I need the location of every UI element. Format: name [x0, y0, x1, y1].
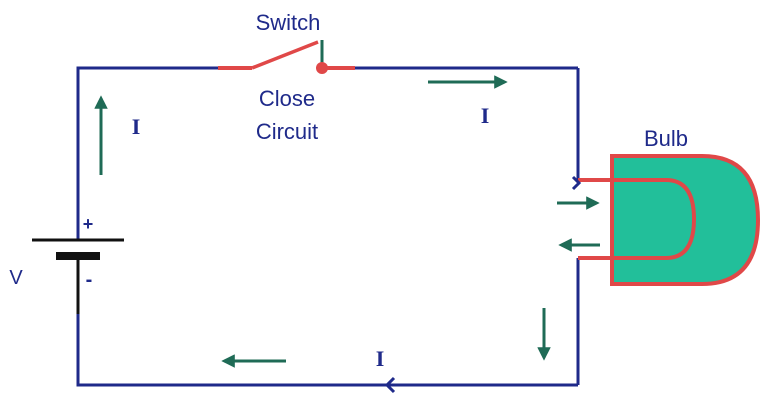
- bulb-filament: [578, 178, 697, 260]
- bulb-label: Bulb: [644, 126, 688, 151]
- current-label-top: I: [481, 103, 490, 128]
- battery: [32, 238, 124, 314]
- wire-bottom: [76, 314, 578, 387]
- current-label-bottom: I: [376, 346, 385, 371]
- circuit-label: Circuit: [256, 119, 318, 144]
- switch-lever: [251, 40, 319, 70]
- wire-top-left: [76, 66, 218, 178]
- circuit-wires: [76, 66, 580, 387]
- wire-arrow-bottom: [384, 376, 396, 394]
- negative-terminal-label: -: [86, 269, 93, 291]
- switch: [218, 40, 355, 74]
- switch-label: Switch: [256, 10, 321, 35]
- wire-arrow-right: [571, 175, 582, 191]
- current-arrows: [94, 75, 600, 368]
- voltage-label: V: [9, 267, 23, 289]
- positive-terminal-label: +: [83, 214, 94, 234]
- current-label-left: I: [132, 114, 141, 139]
- close-label: Close: [259, 86, 315, 111]
- bulb-glass: [610, 154, 761, 286]
- wire-direction-marks: [384, 175, 582, 394]
- bulb: [578, 154, 761, 286]
